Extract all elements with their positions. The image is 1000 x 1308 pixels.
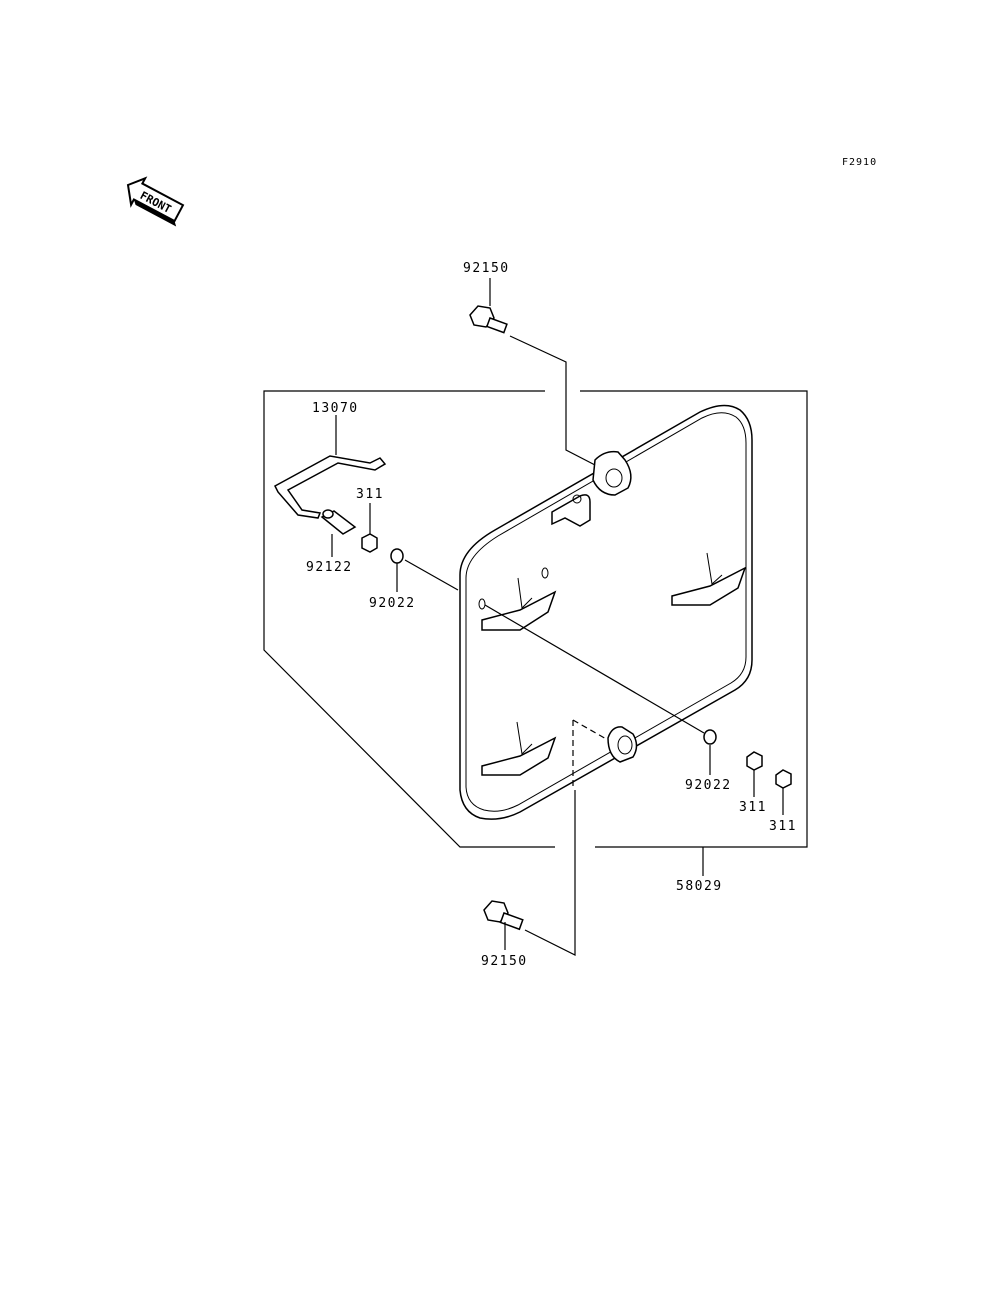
- label-washer-right: 92022: [685, 778, 732, 793]
- label-nut-top: 311: [356, 487, 384, 502]
- reflector-mount-upper-left: [481, 577, 557, 631]
- front-arrow-icon: FRONT: [126, 176, 185, 227]
- label-bolt-top: 92150: [463, 261, 510, 276]
- bracket-rod: [274, 415, 387, 519]
- label-bracket: 13070: [312, 401, 359, 416]
- label-nut-right-b: 311: [769, 819, 797, 834]
- bolt-top: [469, 278, 596, 466]
- collar: [320, 509, 357, 557]
- washer-right: [484, 604, 717, 775]
- assembly-frame: [263, 390, 808, 848]
- label-bolt-bottom: 92150: [481, 954, 528, 969]
- reflector-mount-lower-left: [481, 721, 557, 776]
- license-plate-bracket: [459, 404, 753, 820]
- label-plate: 58029: [676, 879, 723, 894]
- figure-code: F2910: [842, 157, 877, 168]
- reflector-mount-upper-right: [671, 552, 747, 606]
- nut-right-a: [746, 751, 763, 797]
- bolt-bottom: [483, 719, 609, 956]
- washer-left: [390, 548, 459, 592]
- nut-right-b: [775, 769, 792, 815]
- label-nut-right-a: 311: [739, 800, 767, 815]
- label-collar: 92122: [306, 560, 353, 575]
- nut-top: [361, 503, 378, 553]
- label-washer-left: 92022: [369, 596, 416, 611]
